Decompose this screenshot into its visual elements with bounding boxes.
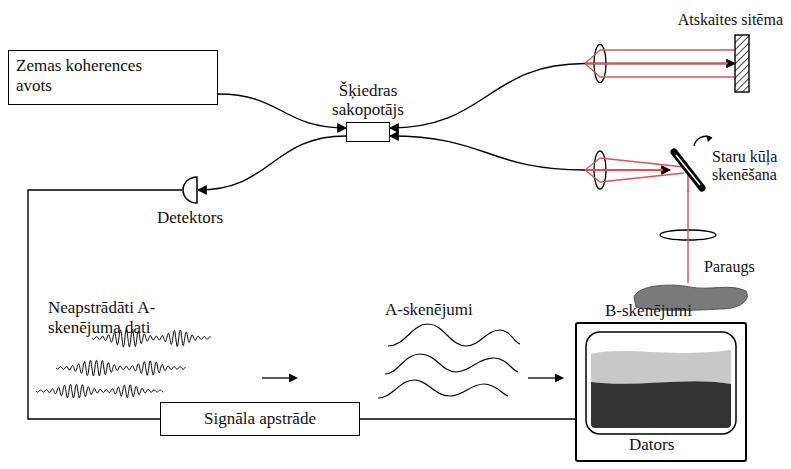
- node-label: B-skenējumi: [605, 301, 692, 321]
- node-label: Detektors: [157, 208, 223, 228]
- detector-shape: [182, 176, 198, 204]
- signal-processing-box: Signāla apstrāde: [160, 402, 360, 436]
- scanning-mirror: Staru kūļa skenēšana: [670, 150, 706, 190]
- flow-arrow: [528, 377, 558, 378]
- rotation-arrowhead: [706, 135, 712, 142]
- beam: [600, 173, 684, 182]
- tissue-layer-light: [591, 350, 731, 384]
- flow-arrowhead: [289, 374, 298, 383]
- beam: [585, 169, 663, 171]
- detector: Detektors: [182, 176, 198, 204]
- mirror-body: [674, 152, 702, 188]
- mirror-highlight: [676, 155, 700, 185]
- detector-symbol: [183, 177, 197, 203]
- a-scan-curve: [385, 354, 518, 374]
- screen: [586, 332, 736, 434]
- beam: [600, 158, 684, 167]
- beam: [585, 64, 600, 78]
- mirror-hatch: [735, 35, 749, 92]
- fiber-coupler: Šķiedras sakopotājs: [346, 122, 390, 142]
- optical-fiber: [390, 136, 670, 170]
- node-body: Dators: [629, 435, 674, 455]
- a-scan-label: A-skenējumi: [385, 300, 473, 320]
- a-scan-curve: [388, 324, 520, 346]
- reference-mirror-shape: [735, 35, 749, 92]
- node-label: Signāla apstrāde: [204, 409, 316, 429]
- scanning-mirror-shape: [670, 150, 706, 190]
- beam: [585, 63, 728, 65]
- tissue-layer-dark: [591, 381, 731, 428]
- optical-fiber: [390, 64, 735, 129]
- raw-waveform: [56, 360, 186, 376]
- beam: [600, 49, 734, 50]
- reference-mirror: Atskaites sitēma: [735, 35, 749, 92]
- optical-fiber: [687, 190, 688, 283]
- flow-arrowhead: [555, 374, 564, 383]
- beam: [585, 158, 600, 170]
- node-label: Staru kūļa skenēšana: [712, 148, 784, 185]
- beam: [600, 76, 734, 77]
- a-scan-curve: [378, 380, 508, 398]
- beam: [585, 170, 600, 182]
- node-label: Paraugs: [704, 258, 755, 276]
- beam: [585, 50, 600, 64]
- source-box: Zemas koherences avots: [8, 50, 218, 105]
- optical-fiber: [198, 136, 346, 190]
- optical-fiber: [360, 418, 575, 419]
- flow-arrow: [262, 377, 292, 378]
- node-label: Šķiedras sakopotājs: [322, 81, 414, 120]
- raw-waveform: [36, 384, 163, 398]
- raw-waveforms: [36, 329, 211, 398]
- raw-data-label: Neapstrādāti A-skenējuma dati: [48, 298, 160, 337]
- computer: B-skenējumiDators: [575, 322, 747, 462]
- node-label: Atskaites sitēma: [678, 11, 783, 29]
- node-label: Zemas koherences avots: [16, 56, 166, 95]
